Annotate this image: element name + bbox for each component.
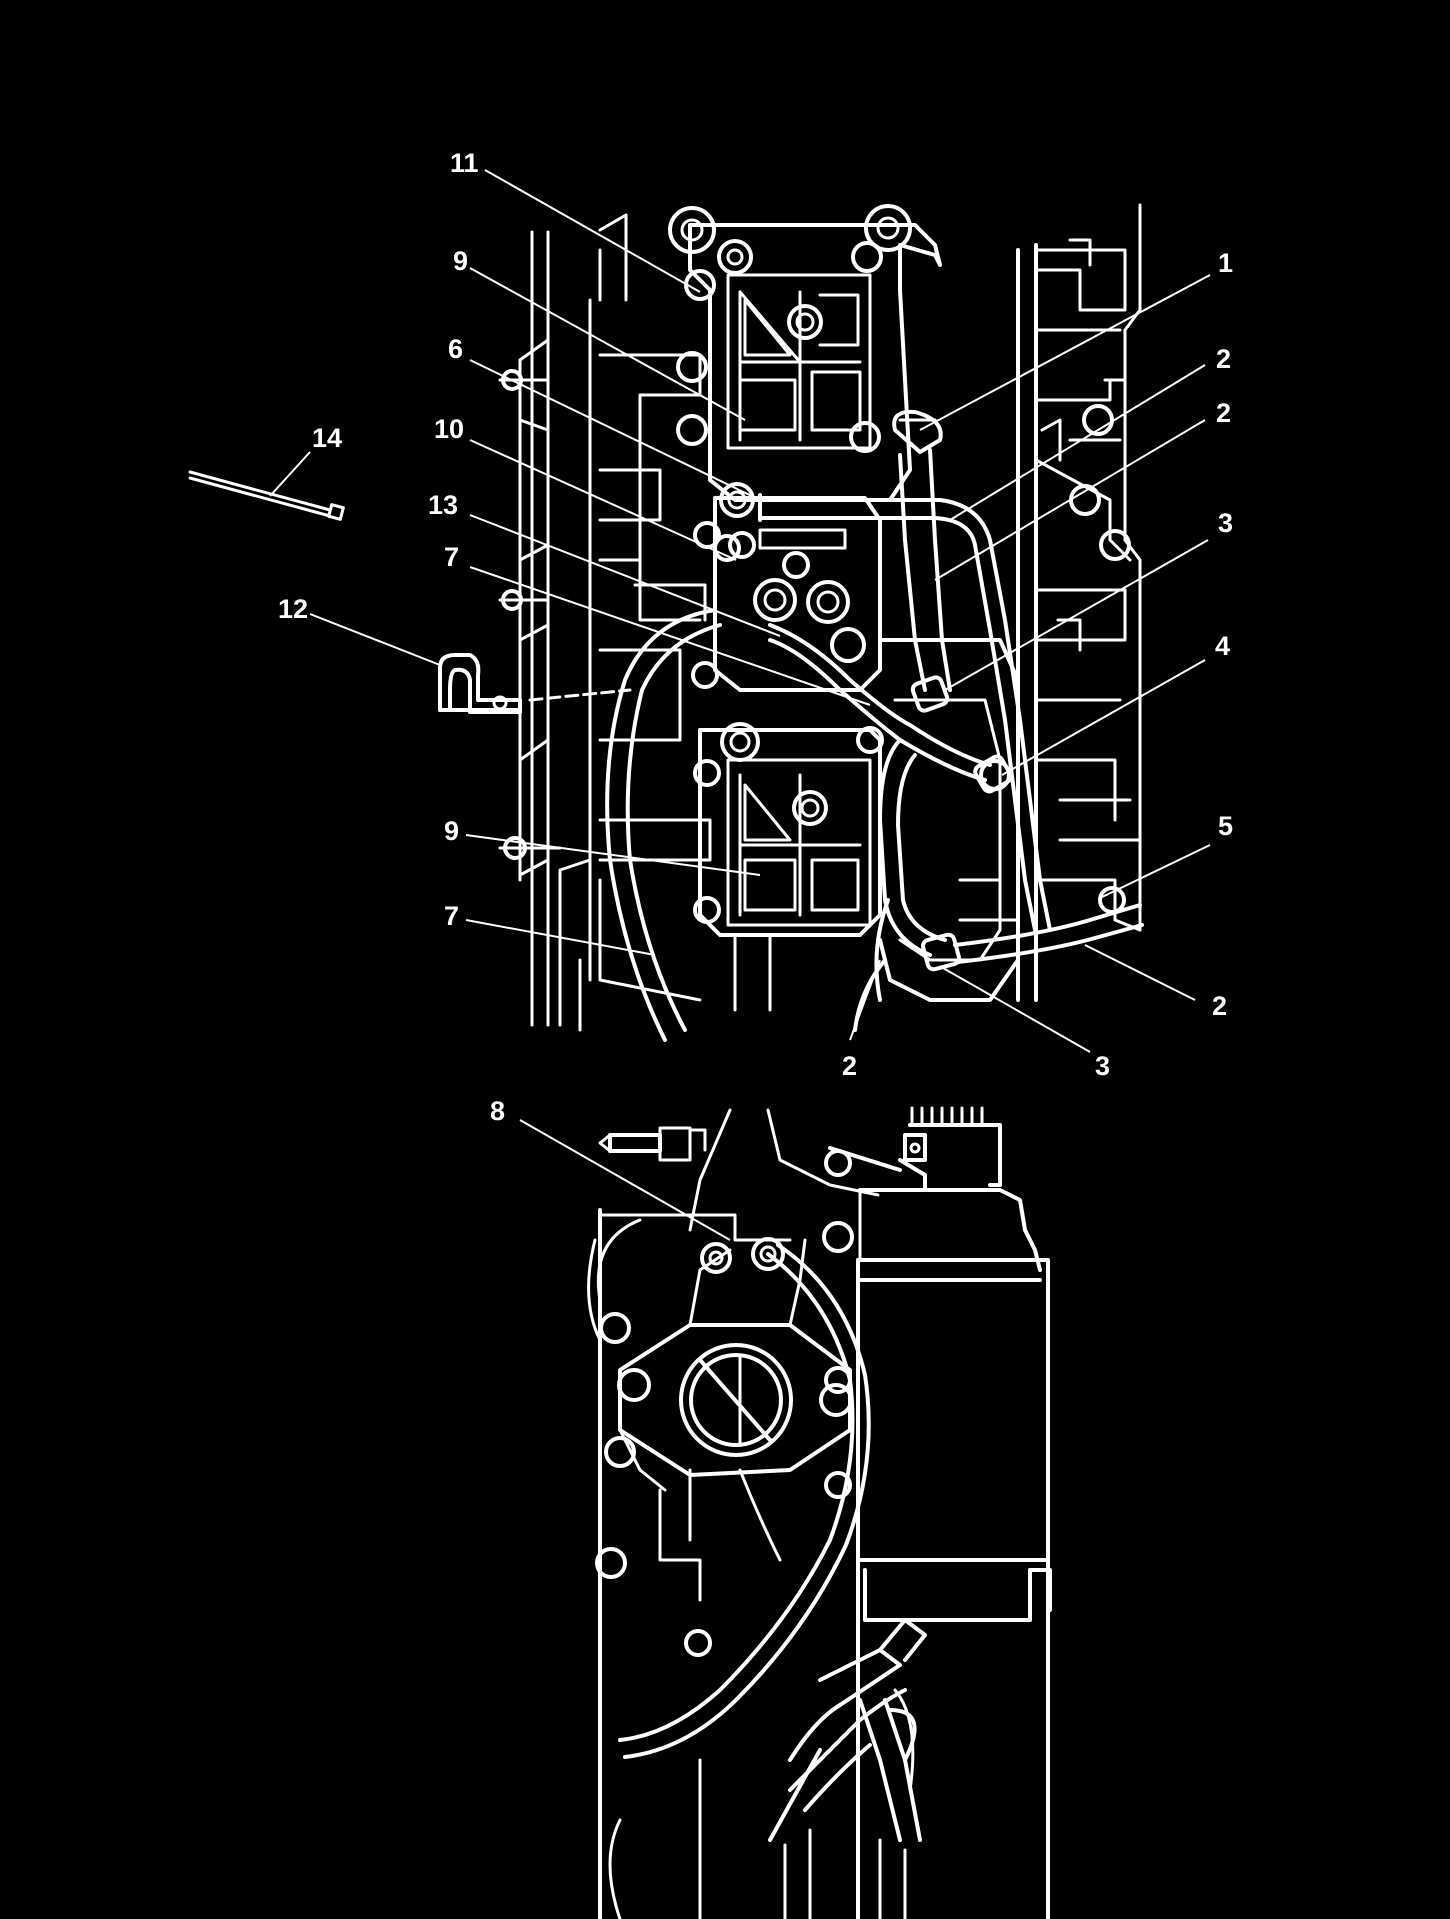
callout-10: 10 (434, 414, 464, 444)
callout-5: 5 (1218, 811, 1233, 841)
callout-2-mid: 2 (1216, 398, 1231, 428)
callout-2-right: 2 (1212, 991, 1227, 1021)
callout-6: 6 (448, 334, 463, 364)
callout-3-lower: 3 (1095, 1051, 1110, 1081)
callout-2-lower: 2 (842, 1051, 857, 1081)
callout-2-upper: 2 (1216, 344, 1231, 374)
callout-8: 8 (490, 1096, 505, 1126)
hose-clamp-12 (438, 653, 522, 714)
callout-leaders (269, 169, 1211, 1241)
callout-14: 14 (312, 423, 342, 453)
tie-strap-14 (188, 470, 345, 521)
callout-7-top: 7 (444, 542, 459, 572)
callout-13: 13 (428, 490, 458, 520)
callout-11: 11 (450, 148, 479, 178)
callout-4: 4 (1215, 631, 1230, 661)
callout-12: 12 (278, 594, 308, 624)
upper-engine-block (498, 203, 1142, 1032)
callout-labels: 11 9 6 10 13 7 12 14 9 7 8 1 2 2 3 4 5 2… (278, 148, 1233, 1126)
lower-engine-block (587, 1106, 1052, 1919)
callout-9-top: 9 (453, 246, 468, 276)
hose-routing (528, 409, 1144, 1042)
callout-7-bottom: 7 (444, 901, 459, 931)
callout-1: 1 (1218, 248, 1233, 278)
callout-9-bottom: 9 (444, 816, 459, 846)
callout-3-upper: 3 (1218, 508, 1233, 538)
